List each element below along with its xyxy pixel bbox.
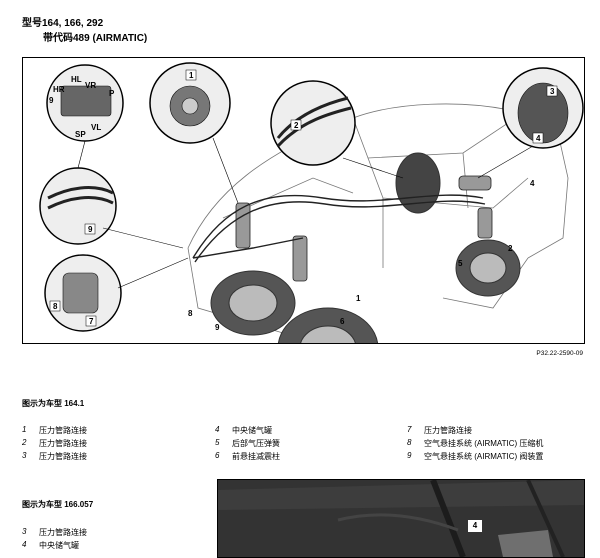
callout-1-circle: 1: [189, 71, 194, 80]
callout-2: 2: [508, 244, 513, 253]
valve-label-vr: VR: [85, 81, 96, 90]
callout-4: 4: [530, 179, 535, 188]
callout-6: 6: [340, 317, 345, 326]
callout-2-circle: 2: [294, 121, 299, 130]
callout-3: 3: [550, 87, 555, 96]
vehicle-illustration: HL HR VR 9 P VL SP 1 2 3 4 4 5 6 1 2 7 8: [39, 62, 584, 343]
callout-8-circle: 8: [53, 302, 58, 311]
callout-1: 1: [356, 294, 361, 303]
callout-8: 8: [188, 309, 193, 318]
section-title-164: 图示为车型 164.1: [22, 399, 85, 408]
valve-label-9: 9: [49, 96, 54, 105]
valve-label-p: P: [109, 89, 115, 98]
variant-heading: 带代码489 (AIRMATIC): [43, 33, 148, 44]
valve-label-hl: HL: [71, 75, 82, 84]
airmatic-system-diagram: HL HR VR 9 P VL SP 1 2 3 4 4 5 6 1 2 7 8: [22, 57, 585, 344]
photo-callout-4: 4: [468, 520, 482, 532]
valve-label-vl: VL: [91, 123, 101, 132]
model-heading: 型号164, 166, 292: [22, 18, 104, 29]
callout-7: 7: [89, 317, 94, 326]
callout-9-circle: 9: [88, 225, 93, 234]
valve-label-sp: SP: [75, 130, 86, 139]
section-title-166: 图示为车型 166.057: [22, 500, 94, 509]
trunk-photo: [217, 479, 585, 558]
callout-4-circle: 4: [536, 134, 541, 143]
figure-code: P32.22-2590-09: [536, 350, 583, 357]
valve-label-hr: HR: [53, 85, 65, 94]
callout-9: 9: [215, 323, 220, 332]
callout-5: 5: [458, 259, 463, 268]
